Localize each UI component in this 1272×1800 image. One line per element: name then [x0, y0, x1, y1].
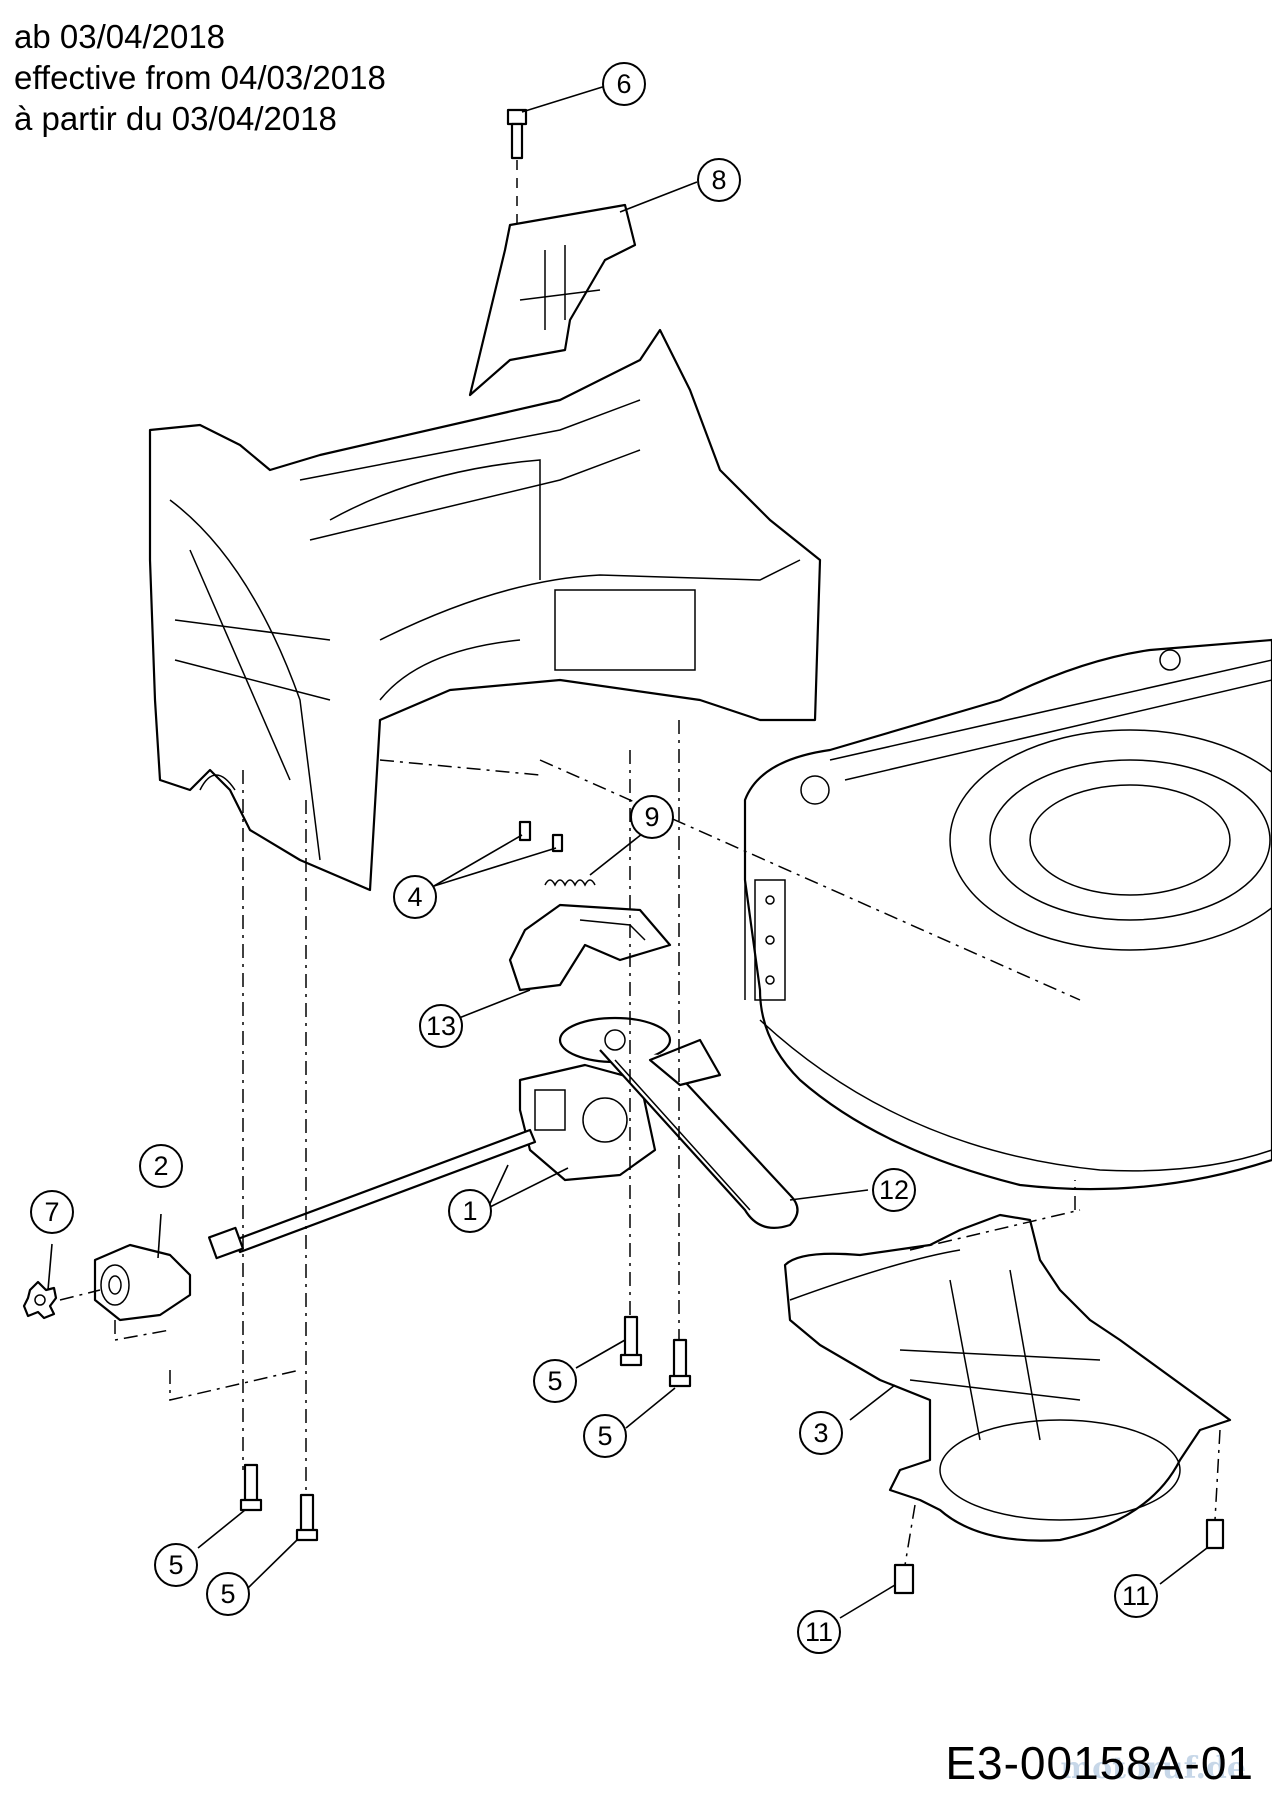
svg-text:12: 12 [879, 1175, 909, 1205]
callout-part-11: 11 [797, 1610, 841, 1654]
callout-part-1: 1 [448, 1189, 492, 1233]
screws-part-11 [893, 1518, 1225, 1595]
svg-text:11: 11 [805, 1617, 833, 1647]
drive-gear-part-7 [22, 1280, 58, 1320]
watermark-logo: motoruf.de [1060, 1751, 1246, 1786]
callout-part-11: 11 [1114, 1574, 1158, 1618]
drive-belt-part-12 [558, 1016, 799, 1229]
svg-text:9: 9 [644, 802, 659, 832]
effective-date-de: ab 03/04/2018 [14, 18, 226, 55]
effective-date-fr: à partir du 03/04/2018 [14, 100, 337, 137]
svg-text:7: 7 [44, 1197, 59, 1227]
rear-discharge-deflector-part-3 [783, 1213, 1232, 1542]
svg-text:4: 4 [407, 882, 422, 912]
svg-text:5: 5 [547, 1366, 562, 1396]
transmission-gearbox-part-1 [207, 1063, 657, 1260]
leader-lines [47, 83, 1208, 1619]
mower-deck [743, 638, 1272, 1191]
bearing-housing-part-2 [93, 1243, 192, 1322]
svg-text:3: 3 [813, 1418, 828, 1448]
svg-text:1: 1 [462, 1196, 477, 1226]
screws-part-4 [518, 820, 564, 853]
drawing-code: E3-00158A-01 [945, 1737, 1254, 1789]
callout-part-2: 2 [139, 1144, 183, 1188]
bolt-part-6 [506, 108, 528, 230]
svg-text:5: 5 [597, 1421, 612, 1451]
svg-text:8: 8 [711, 165, 726, 195]
callout-part-5: 5 [154, 1543, 198, 1587]
effective-date-notice: ab 03/04/2018 effective from 04/03/2018 … [14, 16, 386, 139]
svg-text:2: 2 [153, 1151, 168, 1181]
callout-part-9: 9 [630, 795, 674, 839]
svg-text:5: 5 [168, 1550, 183, 1580]
svg-text:6: 6 [616, 69, 631, 99]
callout-part-7: 7 [30, 1190, 74, 1234]
callout-part-12: 12 [872, 1168, 916, 1212]
callout-part-13: 13 [419, 1004, 463, 1048]
callout-part-3: 3 [799, 1411, 843, 1455]
spring-part-9 [544, 879, 596, 887]
control-bracket-part-13 [508, 903, 672, 992]
bolts-part-5 [239, 1315, 692, 1542]
svg-text:5: 5 [220, 1579, 235, 1609]
handle-bracket-part-8 [468, 203, 637, 397]
callout-part-5: 5 [533, 1359, 577, 1403]
callout-part-4: 4 [393, 875, 437, 919]
callout-part-5: 5 [583, 1414, 627, 1458]
callout-part-6: 6 [602, 62, 646, 106]
assembly-centerlines [59, 720, 1221, 1566]
svg-text:11: 11 [1122, 1581, 1150, 1611]
svg-text:13: 13 [426, 1011, 456, 1041]
effective-date-en: effective from 04/03/2018 [14, 59, 386, 96]
rear-chassis-frame [148, 328, 822, 892]
callout-part-5: 5 [206, 1572, 250, 1616]
callout-part-8: 8 [697, 158, 741, 202]
